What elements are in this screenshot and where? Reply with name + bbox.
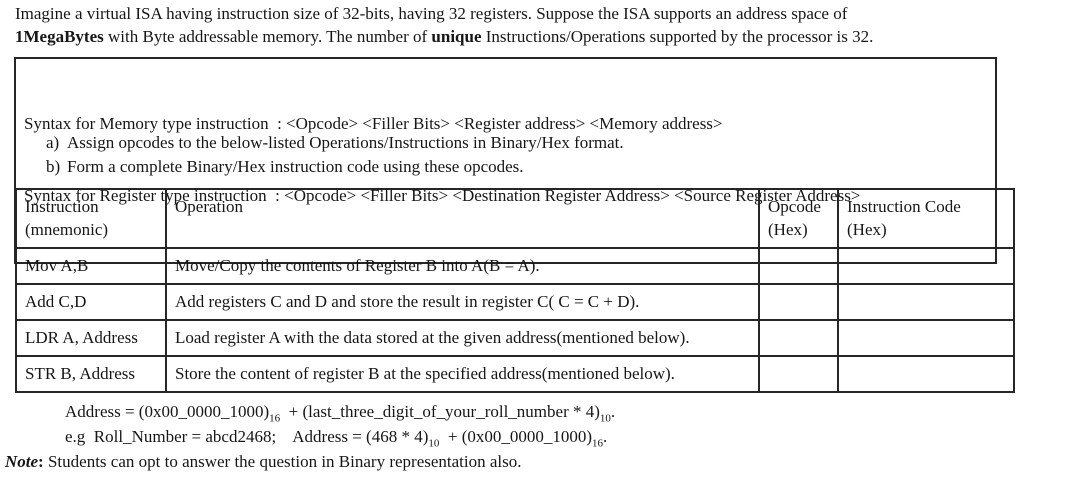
cell-opcode-blank: [758, 247, 839, 285]
task-a-label: a): [46, 133, 60, 152]
intro-line1: Imagine a virtual ISA having instruction…: [15, 4, 848, 23]
address-p1: Address = (0x00_0000_1000): [65, 402, 270, 421]
intro-paragraph: Imagine a virtual ISA having instruction…: [15, 3, 1025, 48]
cell-code-blank: [837, 247, 1015, 285]
cell-code-blank: [837, 319, 1015, 357]
note-label: Note: [5, 452, 39, 471]
header-instruction-line2: (mnemonic): [25, 220, 109, 239]
header-instruction: Instruction (mnemonic): [15, 188, 167, 249]
header-instruction-code-line2: (Hex): [847, 220, 887, 239]
task-b: b) Form a complete Binary/Hex instruction…: [46, 155, 624, 179]
intro-line2-text1: with Byte addressable memory. The number…: [103, 26, 432, 46]
address-example: e.g Roll_Number = abcd2468; Address = (4…: [65, 427, 608, 450]
header-operation: Operation: [165, 188, 760, 249]
cell-opcode-blank: [758, 319, 839, 357]
header-instruction-code-line1: Instruction Code: [847, 197, 961, 216]
cell-operation: Add registers C and D and store the resu…: [165, 283, 760, 321]
address-sub10: 10: [599, 412, 611, 425]
cell-operation: Store the content of register B at the s…: [165, 355, 760, 393]
header-instruction-line1: Instruction: [25, 197, 99, 216]
header-instruction-code: Instruction Code (Hex): [837, 188, 1015, 249]
task-a-text: Assign opcodes to the below-listed Opera…: [67, 133, 624, 152]
cell-mnemonic: Mov A,B: [15, 247, 167, 285]
cell-operation: Move/Copy the contents of Register B int…: [165, 247, 760, 285]
instruction-table: Instruction (mnemonic) Operation Opcode (H…: [15, 188, 1015, 393]
intro-bold-unique: unique: [431, 26, 482, 46]
example-sub10: 10: [428, 437, 440, 450]
intro-line2-text2: Instructions/Operations supported by the…: [481, 26, 874, 46]
task-b-label: b): [46, 156, 61, 176]
cell-mnemonic: STR B, Address: [15, 355, 167, 393]
task-a: a) Assign opcodes to the below-listed Ope…: [46, 131, 624, 155]
cell-opcode-blank: [758, 355, 839, 393]
note-colon: :: [38, 452, 48, 471]
task-list: a) Assign opcodes to the below-listed Ope…: [46, 131, 624, 178]
note-text: Students can opt to answer the question …: [47, 452, 522, 471]
intro-bold-megabytes: 1MegaBytes: [15, 26, 104, 46]
cell-mnemonic: Add C,D: [15, 283, 167, 321]
syntax-memory-line: Syntax for Memory type instruction : <Op…: [24, 114, 723, 133]
cell-code-blank: [837, 283, 1015, 321]
table-row: Mov A,B Move/Copy the contents of Regist…: [15, 247, 1015, 285]
address-p2: + (last_three_digit_of_your_roll_number …: [280, 402, 600, 421]
example-sub16: 16: [592, 437, 604, 450]
header-opcode: Opcode (Hex): [758, 188, 839, 249]
address-formula: Address = (0x00_0000_1000)16 + (last_thr…: [65, 402, 616, 425]
cell-opcode-blank: [758, 283, 839, 321]
header-opcode-line2: (Hex): [768, 220, 808, 239]
example-p3: .: [603, 427, 608, 446]
note-line: Note: Students can opt to answer the que…: [5, 452, 522, 472]
cell-operation: Load register A with the data stored at …: [165, 319, 760, 357]
address-p3: .: [610, 402, 616, 421]
cell-mnemonic: LDR A, Address: [15, 319, 167, 357]
address-sub16: 16: [269, 412, 281, 425]
table-header-row: Instruction (mnemonic) Operation Opcode (H…: [15, 188, 1015, 249]
cell-code-blank: [837, 355, 1015, 393]
table-row: Add C,D Add registers C and D and store …: [15, 283, 1015, 321]
table-row: STR B, Address Store the content of regi…: [15, 355, 1015, 393]
example-p2: + (0x00_0000_1000): [439, 427, 593, 446]
example-p1: e.g Roll_Number = abcd2468; Address = (4…: [65, 427, 429, 446]
header-opcode-line1: Opcode: [768, 197, 821, 216]
table-row: LDR A, Address Load register A with the …: [15, 319, 1015, 357]
task-b-text: Form a complete Binary/Hex instruction c…: [67, 156, 524, 176]
